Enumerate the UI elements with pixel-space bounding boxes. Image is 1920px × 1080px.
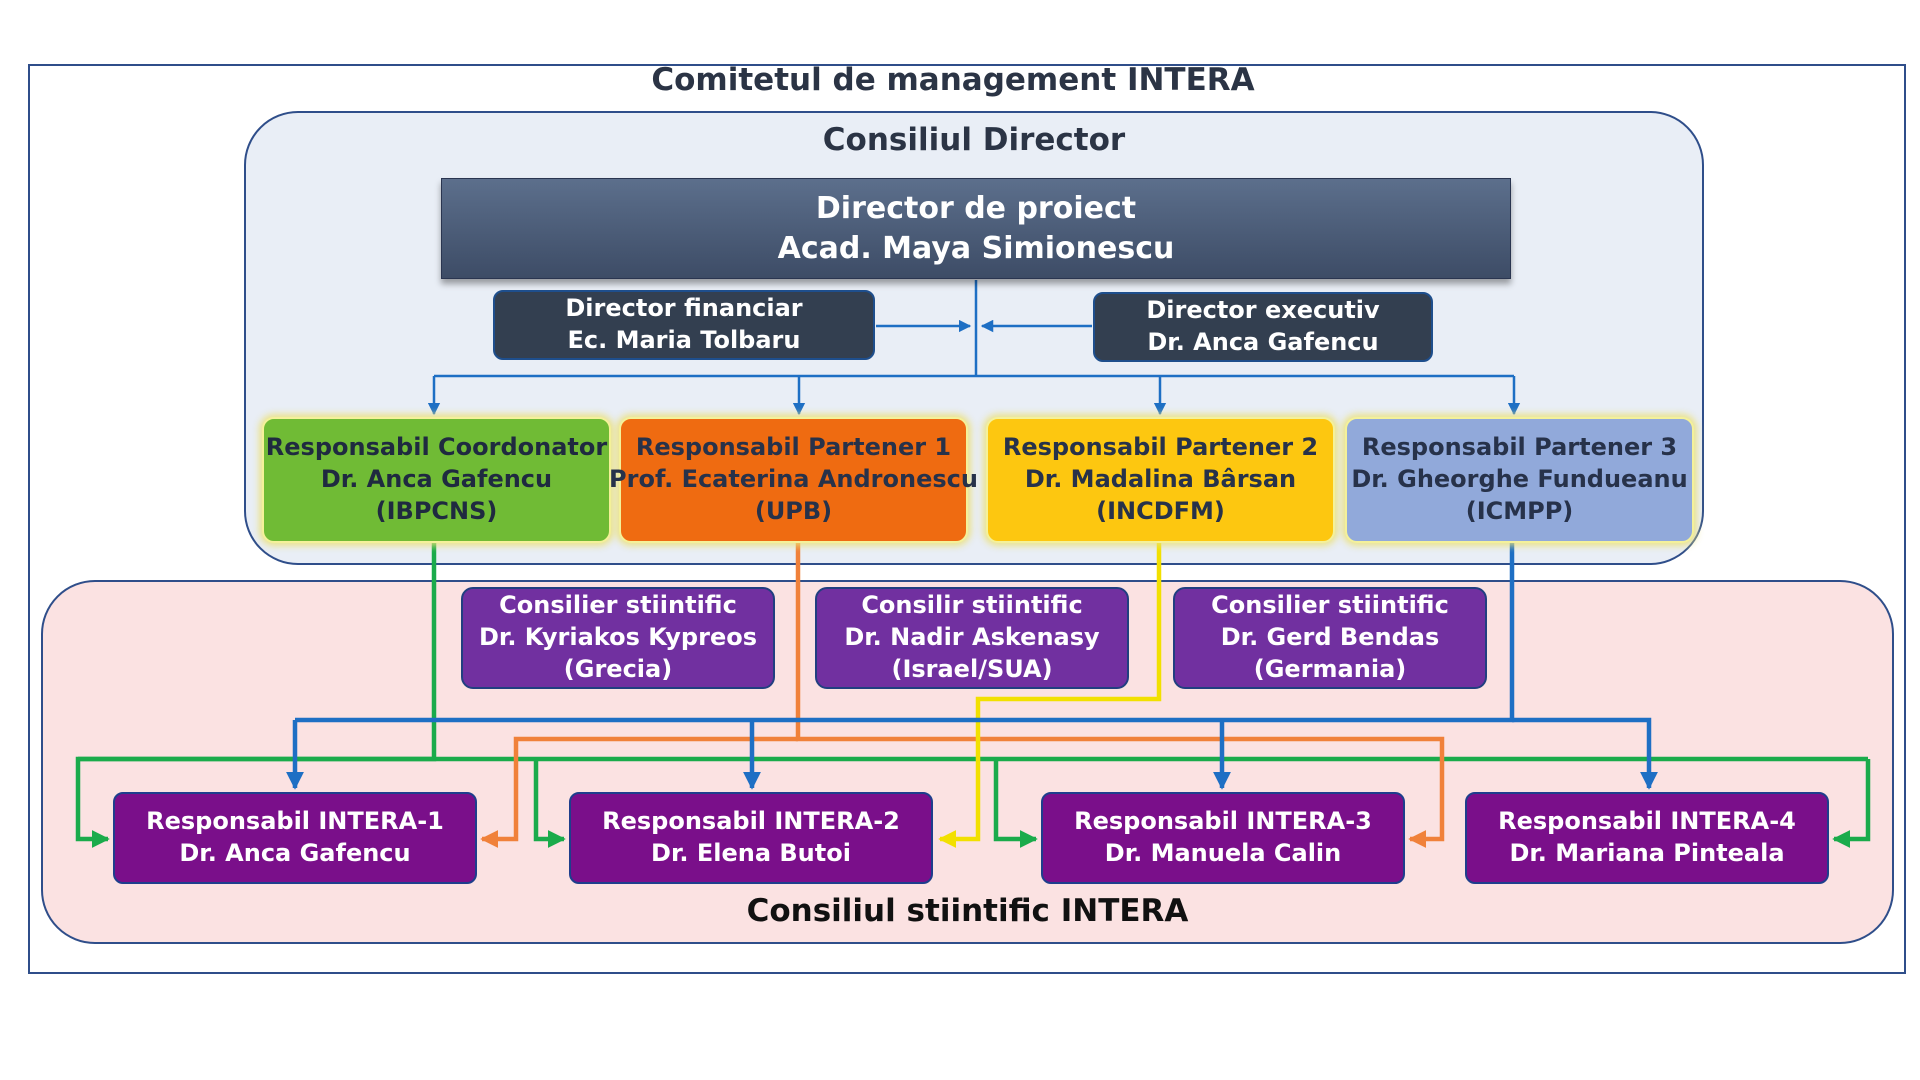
executive-director-name: Dr. Anca Gafencu (1147, 328, 1379, 356)
advisor-name: Dr. Gerd Bendas (1220, 623, 1440, 652)
partner2-links (938, 543, 1162, 848)
partner-role: Responsabil Partener 2 (1002, 433, 1319, 462)
partner-name: Prof. Ecaterina Andronescu (609, 465, 978, 494)
advisor-role: Consilir stiintific (861, 591, 1083, 620)
partner-name: Dr. Madalina Bârsan (1024, 465, 1297, 494)
financial-director-name: Ec. Maria Tolbaru (567, 326, 801, 354)
coordinator-links (75, 543, 1871, 848)
intera-box-2: Responsabil INTERA-2 Dr. Elena Butoi (569, 792, 933, 884)
intera-name: Dr. Manuela Calin (1104, 839, 1342, 867)
intera-role: Responsabil INTERA-4 (1498, 807, 1796, 836)
partner-org: (ICMPP) (1465, 496, 1574, 525)
management-committee-frame (28, 64, 1906, 974)
financial-director-role: Director financiar (565, 294, 803, 323)
intera-role: Responsabil INTERA-2 (602, 807, 900, 836)
partner-name: Dr. Anca Gafencu (320, 465, 553, 494)
partner-org: (IBPCNS) (375, 496, 498, 525)
project-director-box: Director de proiect Acad. Maya Simionesc… (441, 178, 1511, 279)
intera-role: Responsabil INTERA-1 (146, 807, 444, 836)
partner-box-coordinator: Responsabil Coordonator Dr. Anca Gafencu… (262, 417, 611, 543)
advisor-name: Dr. Nadir Askenasy (844, 623, 1100, 652)
partner-name: Dr. Gheorghe Fundueanu (1351, 465, 1688, 494)
partner-box-2: Responsabil Partener 2 Dr. Madalina Bârs… (986, 417, 1335, 543)
executive-director-role: Director executiv (1146, 296, 1380, 325)
financial-director-box: Director financiar Ec. Maria Tolbaru (493, 290, 875, 360)
partner-role: Responsabil Coordonator (265, 433, 608, 462)
advisor-country: (Germania) (1253, 654, 1407, 683)
partner-org: (UPB) (754, 496, 833, 525)
partner-role: Responsabil Partener 1 (635, 433, 952, 462)
intera-box-3: Responsabil INTERA-3 Dr. Manuela Calin (1041, 792, 1405, 884)
partner-box-1: Responsabil Partener 1 Prof. Ecaterina A… (609, 417, 978, 543)
partner-role: Responsabil Partener 3 (1361, 433, 1678, 462)
advisor-role: Consilier stiintific (1211, 591, 1449, 620)
advisor-role: Consilier stiintific (499, 591, 737, 620)
advisor-country: (Grecia) (563, 654, 673, 683)
intera-name: Dr. Mariana Pinteala (1509, 839, 1785, 867)
advisor-box-2: Consilir stiintific Dr. Nadir Askenasy (… (815, 587, 1129, 689)
intera-box-1: Responsabil INTERA-1 Dr. Anca Gafencu (113, 792, 477, 884)
advisor-name: Dr. Kyriakos Kypreos (479, 623, 757, 652)
intera-name: Dr. Elena Butoi (651, 839, 851, 867)
science-council-title: Consiliul stiintific INTERA (746, 893, 1189, 929)
partner1-links (480, 543, 1445, 848)
director-links (427, 280, 1521, 416)
advisor-box-3: Consilier stiintific Dr. Gerd Bendas (Ge… (1173, 587, 1487, 689)
partner-org: (INCDFM) (1096, 496, 1225, 525)
intera-role: Responsabil INTERA-3 (1074, 807, 1372, 836)
partner3-links (286, 543, 1658, 790)
partner-box-3: Responsabil Partener 3 Dr. Gheorghe Fund… (1345, 417, 1694, 543)
advisor-country: (Israel/SUA) (891, 654, 1053, 683)
project-director-role: Director de proiect (815, 190, 1137, 226)
management-committee-title: Comitetul de management INTERA (651, 62, 1255, 98)
project-director-name: Acad. Maya Simionescu (777, 230, 1175, 266)
advisor-box-1: Consilier stiintific Dr. Kyriakos Kypreo… (461, 587, 775, 689)
intera-box-4: Responsabil INTERA-4 Dr. Mariana Pinteal… (1465, 792, 1829, 884)
director-council-title: Consiliul Director (822, 122, 1126, 158)
executive-director-box: Director executiv Dr. Anca Gafencu (1093, 292, 1433, 362)
intera-name: Dr. Anca Gafencu (179, 839, 411, 867)
